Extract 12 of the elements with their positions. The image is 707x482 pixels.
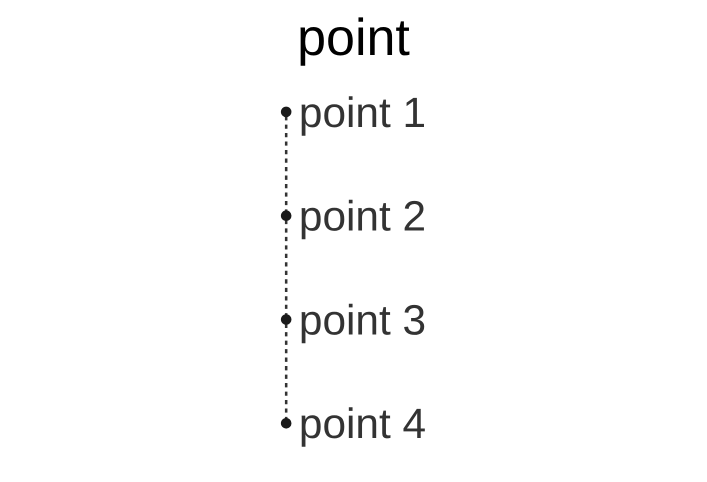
dashed-line xyxy=(284,220,287,316)
point-dot xyxy=(280,210,291,221)
title: point xyxy=(296,8,411,68)
point-dot xyxy=(280,106,291,118)
point-label: point 3 xyxy=(298,296,426,344)
dashed-line xyxy=(284,116,287,212)
point-label: point 2 xyxy=(298,192,426,240)
point-label: point 1 xyxy=(298,88,426,136)
point-dot xyxy=(280,418,291,429)
point-label: point 4 xyxy=(298,400,426,448)
point-dot xyxy=(280,314,291,325)
dashed-line xyxy=(284,324,287,420)
